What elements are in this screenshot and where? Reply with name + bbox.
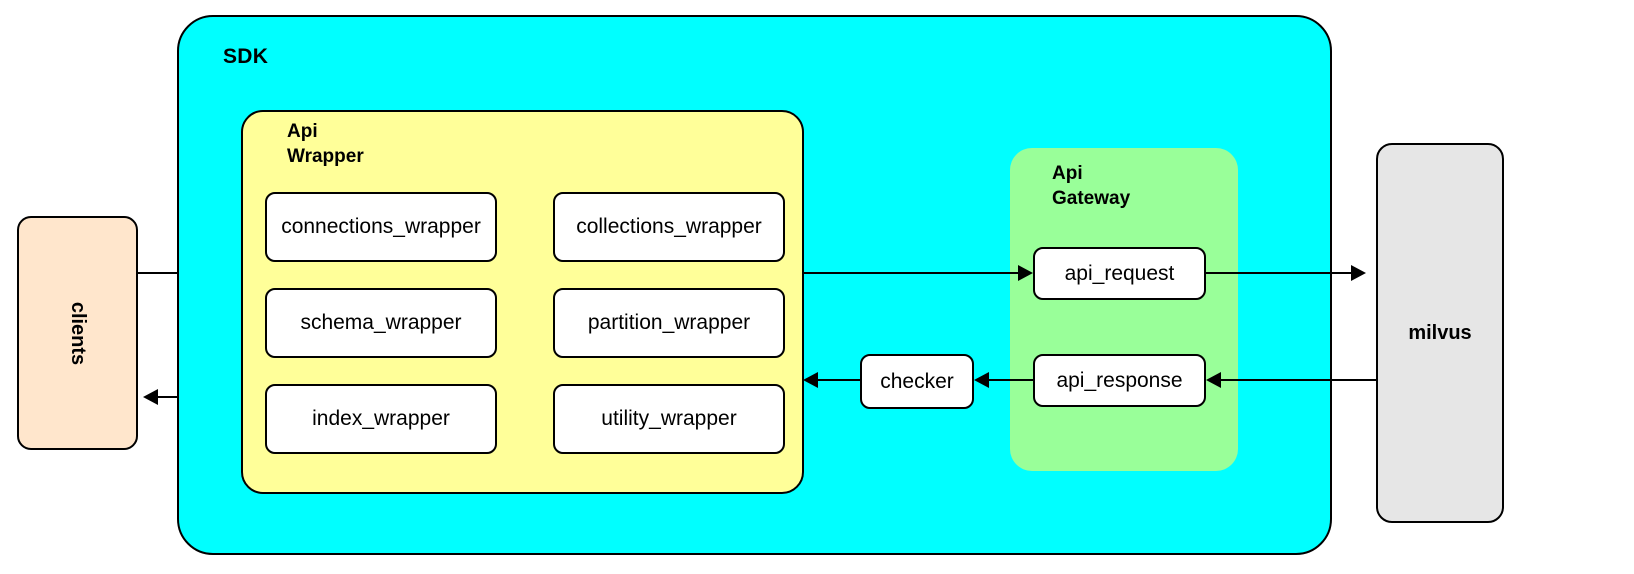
node-index-wrapper-label: index_wrapper [312,407,450,430]
edge-response-to-checker [989,379,1033,381]
node-utility-wrapper[interactable]: utility_wrapper [553,384,785,454]
node-index-wrapper[interactable]: index_wrapper [265,384,497,454]
edge-sdk-to-clients-arrowhead [143,389,158,405]
node-clients-label: clients [66,301,89,365]
container-api-wrapper-label: Api Wrapper [287,121,364,167]
container-api-gateway-label: Api Gateway [1052,163,1131,209]
edge-wrapper-to-gateway [803,272,1018,274]
edge-milvus-to-response [1221,379,1376,381]
edge-milvus-to-response-arrowhead [1206,372,1221,388]
node-schema-wrapper[interactable]: schema_wrapper [265,288,497,358]
node-milvus-label: milvus [1408,321,1472,344]
node-collections-wrapper[interactable]: collections_wrapper [553,192,785,262]
node-api-response-label: api_response [1056,368,1183,392]
edge-request-to-milvus [1206,272,1351,274]
node-collections-wrapper-label: collections_wrapper [576,215,762,238]
node-schema-wrapper-label: schema_wrapper [300,311,462,334]
edge-checker-to-wrapper [818,379,860,381]
node-connections-wrapper-label: connections_wrapper [281,215,481,238]
node-api-request-label: api_request [1064,261,1175,285]
edge-request-to-milvus-arrowhead [1351,265,1366,281]
node-milvus[interactable]: milvus [1376,143,1504,523]
node-api-request[interactable]: api_request [1033,247,1206,300]
edge-response-to-checker-arrowhead [974,372,989,388]
node-utility-wrapper-label: utility_wrapper [601,407,737,430]
edge-checker-to-wrapper-arrowhead [803,372,818,388]
node-clients[interactable]: clients [17,216,138,450]
container-api-gateway: Api Gateway [1010,148,1238,471]
container-sdk-label: SDK [223,45,269,68]
node-connections-wrapper[interactable]: connections_wrapper [265,192,497,262]
edge-wrapper-to-gateway-arrowhead [1018,265,1033,281]
node-partition-wrapper[interactable]: partition_wrapper [553,288,785,358]
node-partition-wrapper-label: partition_wrapper [587,311,751,334]
node-checker[interactable]: checker [860,354,974,409]
node-checker-label: checker [880,369,954,393]
node-api-response[interactable]: api_response [1033,354,1206,407]
